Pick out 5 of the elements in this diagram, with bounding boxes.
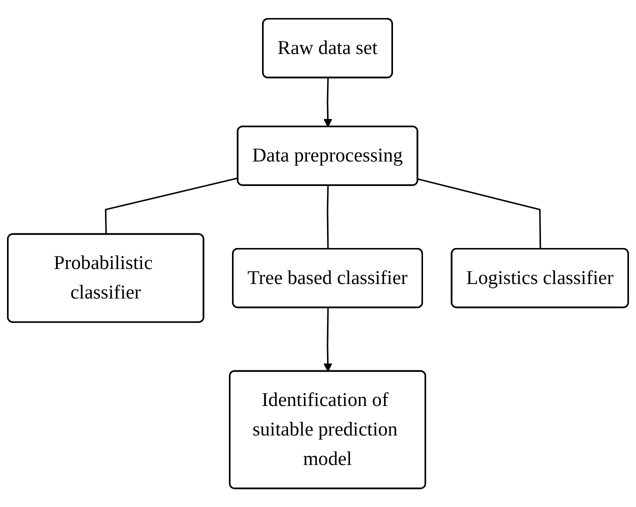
arrow (324, 78, 332, 128)
connector (326, 186, 329, 250)
connector (418, 178, 542, 250)
arrow (324, 308, 332, 372)
connector (104, 177, 238, 234)
